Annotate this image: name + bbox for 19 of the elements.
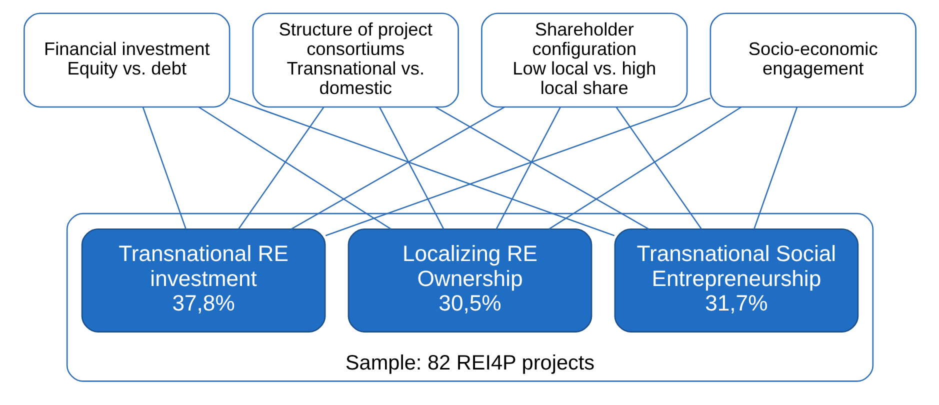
connector (290, 106, 504, 230)
connector (615, 106, 702, 230)
node-box: Transnational Social Entrepreneurship 31,7% (614, 228, 858, 332)
node-box: Socio-economic engagement (709, 12, 916, 108)
node-box: Structure of project consortiums Transnational vs. domestic (252, 12, 458, 108)
connector (238, 106, 324, 230)
connector (378, 106, 444, 230)
connector (753, 106, 798, 230)
node-box: Shareholder configuration Low local vs. high local share (480, 12, 688, 108)
connector (142, 106, 186, 230)
connector (434, 106, 649, 230)
connector (324, 98, 710, 236)
connector (548, 106, 742, 230)
node-box: Localizing RE Ownership 30,5% (347, 228, 592, 332)
node-box: Financial investment Equity vs. debt (23, 12, 230, 108)
connector (495, 106, 560, 230)
connector (228, 98, 614, 236)
node-box: Transnational RE investment 37,8% (80, 228, 326, 332)
connector (198, 106, 391, 230)
